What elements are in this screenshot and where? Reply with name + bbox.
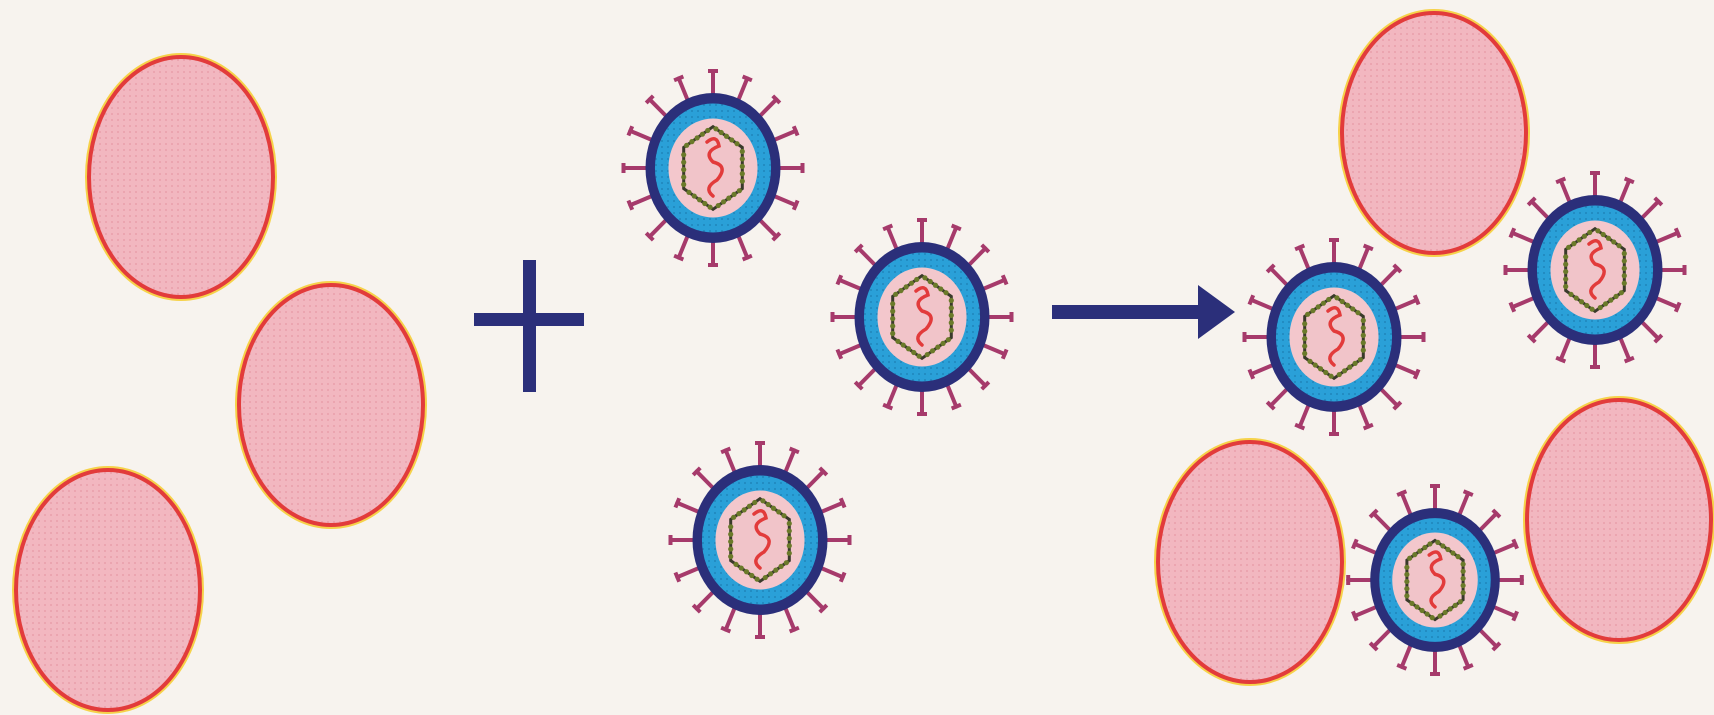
red-blood-cell-right-1	[1340, 11, 1528, 255]
virus-right-1	[1245, 240, 1424, 434]
red-blood-cell-right-3	[1525, 398, 1713, 642]
virus-right-2	[1506, 173, 1685, 367]
red-blood-cell-left-2	[237, 283, 425, 527]
virus-right-3	[1348, 486, 1522, 674]
virus-middle-3	[671, 443, 850, 637]
virus-middle-1	[624, 71, 803, 265]
virus-middle-2	[833, 220, 1012, 414]
red-blood-cell-right-2	[1156, 440, 1344, 684]
red-blood-cell-left-1	[87, 55, 275, 299]
red-blood-cell-left-3	[14, 468, 202, 712]
